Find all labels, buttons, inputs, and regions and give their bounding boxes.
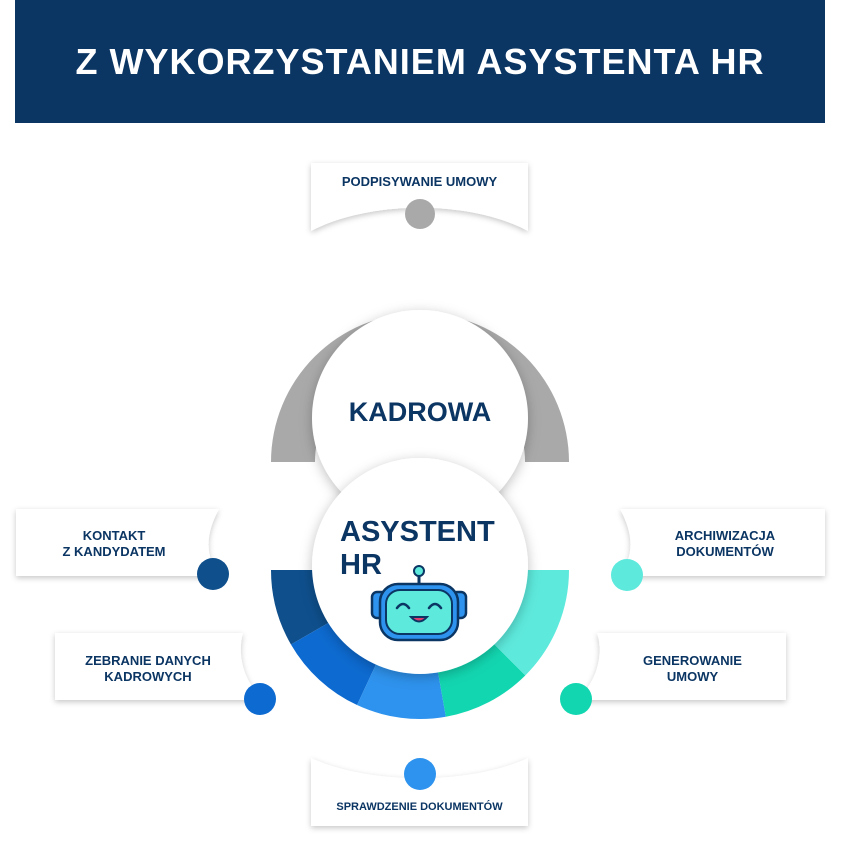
card-top <box>311 163 528 231</box>
asystent-label-line1: ASYSTENT <box>340 516 495 548</box>
step-dot-dark-blue <box>197 558 229 590</box>
step-dot-light-blue <box>404 758 436 790</box>
step-label-left-upper: KONTAKT Z KANDYDATEM <box>28 528 200 560</box>
step-label-right-lower-line1: GENEROWANIE <box>643 653 742 668</box>
kadrowa-circle <box>312 310 528 526</box>
card-right-upper <box>611 509 825 591</box>
robot-icon <box>370 565 468 642</box>
step-label-top: PODPISYWANIE UMOWY <box>341 174 498 189</box>
card-left-lower <box>55 633 276 715</box>
card-right-lower <box>560 633 786 715</box>
step-label-left-lower-line2: KADROWYCH <box>104 669 192 684</box>
ring-segment-mid-blue <box>290 617 380 706</box>
step-label-left-upper-line2: Z KANDYDATEM <box>62 544 166 559</box>
step-label-left-lower-line1: ZEBRANIE DANYCH <box>85 653 211 668</box>
step-dot-teal <box>560 683 592 715</box>
title-banner: Z WYKORZYSTANIEM ASYSTENTA HR <box>15 0 825 123</box>
step-label-bottom: SPRAWDZENIE DOKUMENTÓW <box>336 801 503 813</box>
step-label-right-upper-line1: ARCHIWIZACJA <box>674 528 776 543</box>
kadrowa-label: KADROWA <box>348 397 492 427</box>
step-label-right-upper-line2: DOKUMENTÓW <box>676 544 774 559</box>
step-label-right-lower: GENEROWANIE UMOWY <box>610 653 775 685</box>
card-bottom <box>311 758 528 826</box>
step-dot-gray <box>405 199 435 229</box>
step-label-right-upper: ARCHIWIZACJA DOKUMENTÓW <box>640 528 810 560</box>
asystent-label-line2: HR <box>340 549 382 581</box>
step-dot-mid-blue <box>244 683 276 715</box>
step-label-right-lower-line2: UMOWY <box>666 669 719 684</box>
step-label-left-upper-line1: KONTAKT <box>82 528 146 543</box>
step-dot-aqua <box>611 559 643 591</box>
step-label-left-lower: ZEBRANIE DANYCH KADROWYCH <box>68 653 228 685</box>
card-left-upper <box>16 509 229 590</box>
asystent-label: ASYSTENT HR <box>340 516 495 582</box>
ring-segment-aqua <box>487 570 569 676</box>
page-title: Z WYKORZYSTANIEM ASYSTENTA HR <box>75 40 765 82</box>
